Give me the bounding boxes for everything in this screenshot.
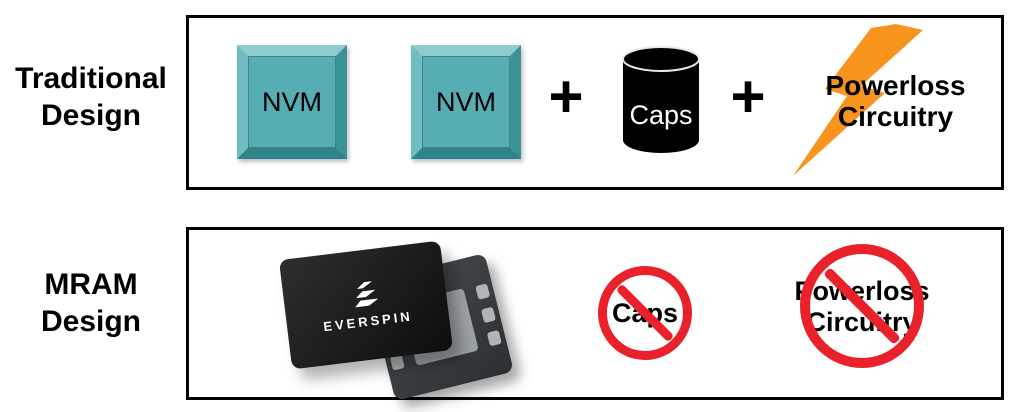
chip-topside-image: EVERSPIN (278, 240, 454, 370)
traditional-label-line2: Design (40, 99, 142, 132)
lightning-bolt-icon (793, 24, 923, 176)
traditional-design-panel: NVM NVM + Caps + Powerloss Circuitry (186, 15, 1004, 190)
nvm-chip-icon: NVM (237, 45, 347, 159)
mram-chip-image: EVERSPIN (278, 238, 515, 401)
no-symbol-icon (800, 244, 924, 368)
powerloss-line2: Circuitry (837, 101, 954, 132)
nvm-chip-label: NVM (436, 86, 496, 117)
nvm-chip-label: NVM (262, 86, 322, 117)
powerloss-line1: Powerloss (825, 70, 966, 101)
mram-design-label: MRAM Design (0, 266, 182, 340)
chip-pads-right (475, 283, 502, 347)
plus-sign: + (548, 63, 584, 130)
plus-sign: + (730, 63, 766, 130)
chip-pad (475, 283, 491, 300)
everspin-logo-icon (355, 280, 379, 307)
nvm-chip-icon: NVM (411, 45, 521, 159)
mram-label-line2: Design (40, 305, 142, 338)
caps-label: Caps (629, 100, 693, 130)
mram-label-line1: MRAM (44, 268, 138, 301)
capacitor-icon: Caps (620, 44, 702, 156)
traditional-design-label: Traditional Design (0, 60, 182, 134)
traditional-label-line1: Traditional (15, 62, 167, 95)
capacitor-cylinder-graphic (622, 46, 700, 153)
powerloss-circuitry-label: Powerloss Circuitry (783, 70, 1008, 132)
mram-design-panel: EVERSPIN Caps Powerloss Circuitry (186, 227, 1004, 401)
chip-pad (486, 329, 502, 347)
chip-pad (480, 306, 497, 324)
no-symbol-icon (598, 266, 692, 360)
chip-brand-label: EVERSPIN (322, 307, 414, 334)
